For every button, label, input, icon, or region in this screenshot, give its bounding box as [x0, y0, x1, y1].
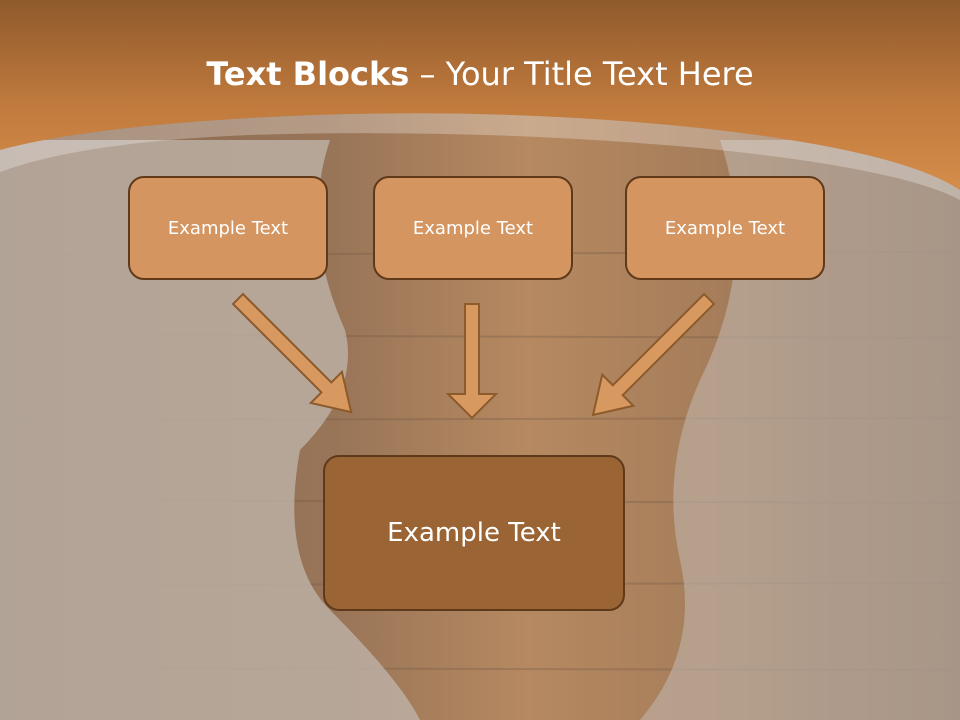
text-block-3-label: Example Text: [664, 217, 786, 239]
title-rest: Your Title Text Here: [445, 55, 754, 93]
title-dash: –: [419, 55, 436, 93]
arrow-right: [591, 292, 716, 417]
arrow-center: [445, 303, 499, 420]
text-block-main-label: Example Text: [387, 518, 561, 548]
text-block-2-label: Example Text: [412, 217, 534, 239]
text-block-2: Example Text: [373, 176, 573, 280]
text-block-main: Example Text: [323, 455, 625, 611]
text-block-1-label: Example Text: [167, 217, 289, 239]
title-bold: Text Blocks: [206, 55, 410, 93]
arrow-left: [231, 292, 353, 414]
text-block-1: Example Text: [128, 176, 328, 280]
page-title: Text Blocks – Your Title Text Here: [0, 52, 960, 96]
text-block-3: Example Text: [625, 176, 825, 280]
